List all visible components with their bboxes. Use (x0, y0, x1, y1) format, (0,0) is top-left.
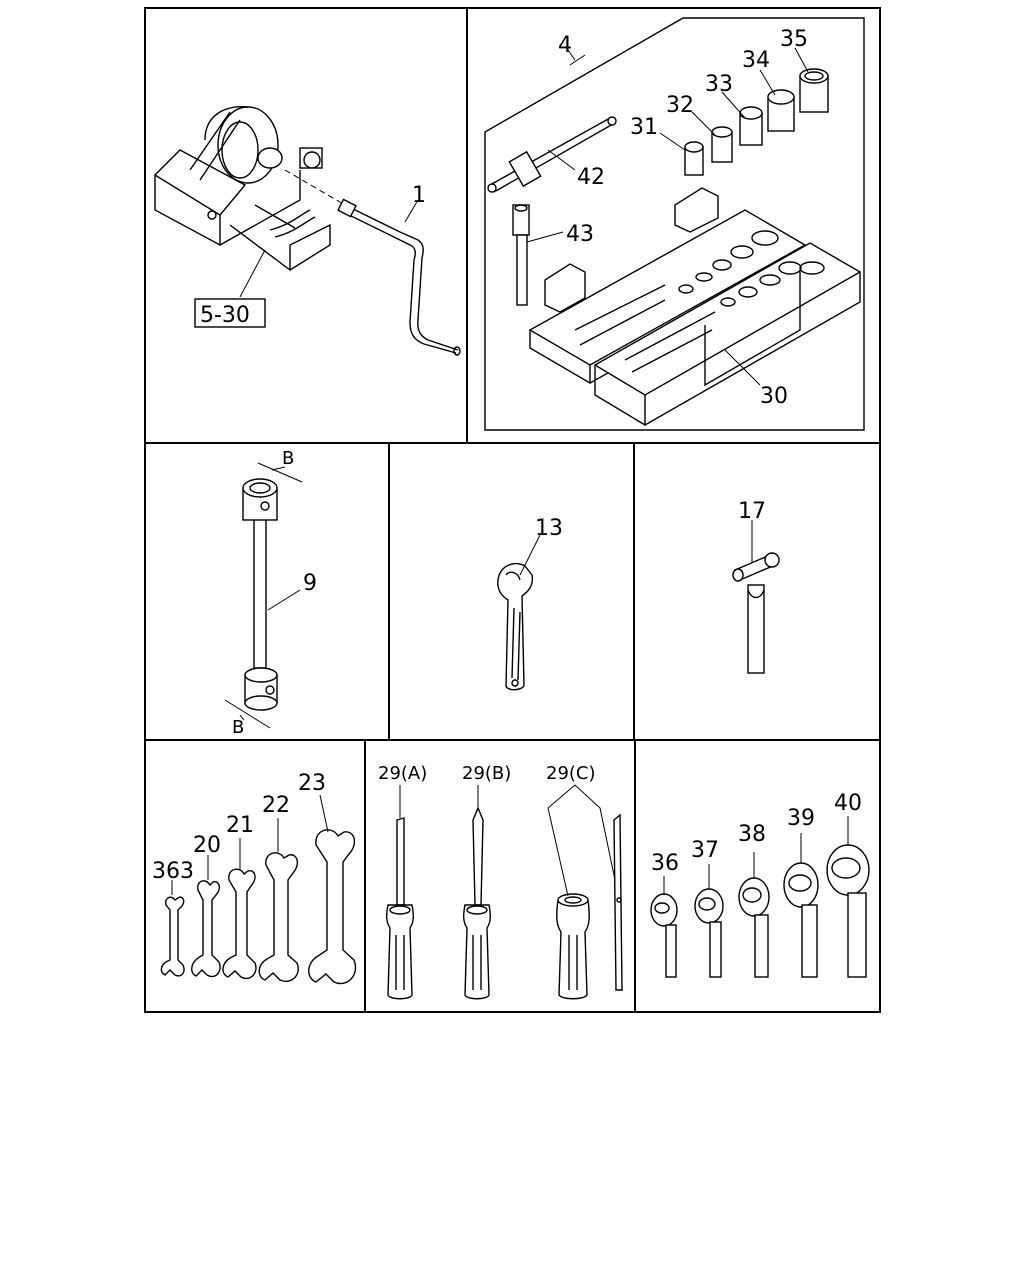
dimension-b-top (257, 462, 303, 483)
reference-box (194, 298, 266, 328)
ring-wrench-37 (694, 888, 724, 978)
carry-case (528, 187, 862, 427)
screwdriver-c (556, 813, 623, 1000)
winch-assembly (154, 106, 346, 272)
callout-32: 32 (666, 93, 694, 118)
callout-30: 30 (760, 384, 788, 409)
socket-33 (739, 106, 763, 146)
callout-42: 42 (577, 165, 605, 190)
callout-4: 4 (558, 33, 572, 58)
dimension-b-bottom (224, 699, 271, 729)
callout-b-top: B (282, 448, 294, 469)
ring-wrench-40 (826, 844, 870, 978)
callout-40: 40 (834, 791, 862, 816)
callout-23: 23 (298, 771, 326, 796)
callout-29a: 29(A) (378, 763, 427, 784)
callout-1: 1 (412, 183, 426, 208)
screwdriver-b (462, 806, 492, 1000)
socket-35 (799, 68, 829, 113)
ring-wrench-38 (738, 877, 770, 978)
spanner-23 (308, 829, 357, 985)
ring-wrench-36 (650, 893, 678, 978)
spanner-363 (160, 896, 185, 977)
callout-13: 13 (535, 516, 563, 541)
crank-handle (337, 198, 461, 356)
callout-20: 20 (193, 833, 221, 858)
callout-9: 9 (303, 571, 317, 596)
socket-32 (711, 126, 733, 163)
ring-wrench-39 (783, 862, 819, 978)
screwdriver-a (385, 817, 415, 1000)
callout-31: 31 (630, 115, 658, 140)
panel-grid (144, 7, 881, 1013)
callout-17: 17 (738, 499, 766, 524)
double-socket-wrench (242, 478, 278, 711)
callout-33: 33 (705, 72, 733, 97)
callout-5-30: 5-30 (200, 303, 250, 328)
callout-29c: 29(C) (546, 763, 596, 784)
callout-363: 363 (152, 859, 194, 884)
socket-31 (684, 141, 704, 176)
socket-34 (767, 89, 795, 132)
callout-29b: 29(B) (462, 763, 511, 784)
spanner-22 (258, 852, 299, 982)
adjustable-wrench (497, 562, 534, 691)
callout-39: 39 (787, 806, 815, 831)
callout-37: 37 (691, 838, 719, 863)
callout-43: 43 (566, 222, 594, 247)
callout-38: 38 (738, 822, 766, 847)
callout-21: 21 (226, 813, 254, 838)
callout-35: 35 (780, 27, 808, 52)
callout-22: 22 (262, 793, 290, 818)
tool-kit (484, 17, 865, 431)
callout-36: 36 (651, 851, 679, 876)
spanner-21 (222, 868, 257, 980)
ball-peen-hammer (732, 552, 780, 674)
callout-34: 34 (742, 48, 770, 73)
callout-b-bottom: B (232, 717, 244, 738)
spanner-20 (191, 880, 221, 978)
